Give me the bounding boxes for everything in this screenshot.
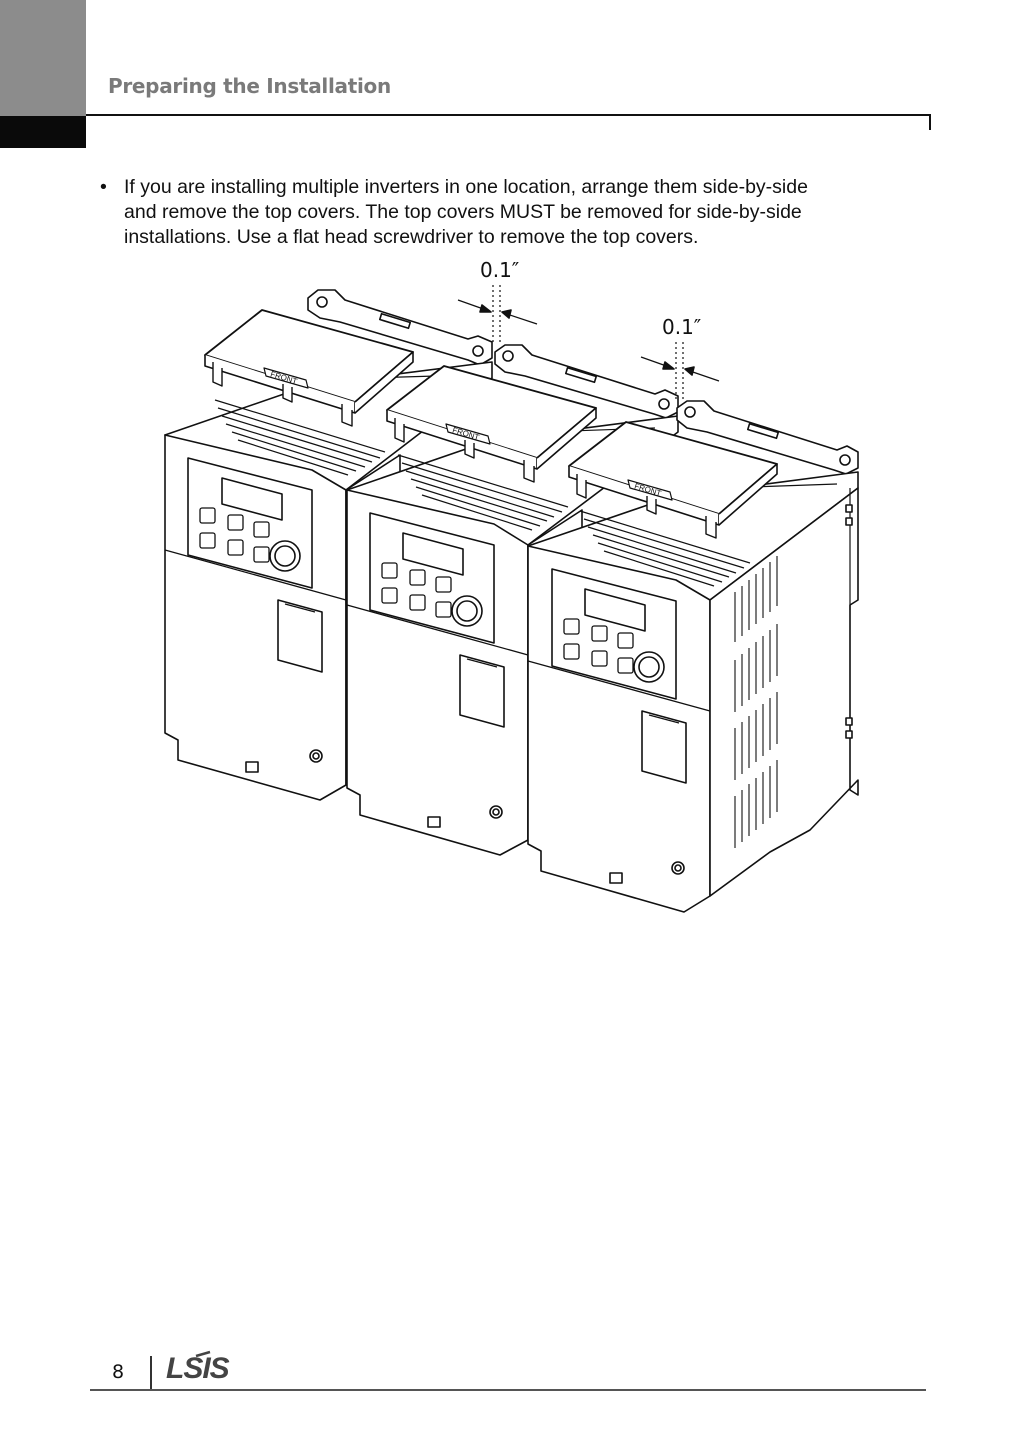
lsis-logo: LSIS <box>166 1350 250 1389</box>
header-rule-end-tick <box>929 114 931 130</box>
bullet-line-2: and remove the top covers. The top cover… <box>124 201 802 223</box>
page-number: 8 <box>112 1361 125 1383</box>
gap-marker-2: 0.1″ <box>640 315 720 402</box>
gap-label-1: 0.1″ <box>480 258 519 282</box>
footer-rule <box>90 1389 926 1391</box>
gap-label-2: 0.1″ <box>662 315 701 339</box>
bullet-line-1: If you are installing multiple inverters… <box>124 176 808 198</box>
footer-separator <box>150 1356 152 1390</box>
logo-text: LSIS <box>166 1352 230 1384</box>
inverter-middle: FRONT <box>346 344 679 856</box>
bullet-marker: • <box>100 176 107 198</box>
inverter-right: FRONT <box>527 400 859 913</box>
inverters-side-by-side-figure: FRONT <box>150 255 870 925</box>
section-title: Preparing the Installation <box>108 74 391 98</box>
inverter-diagram: FRONT <box>164 258 859 913</box>
corner-tab-gray <box>0 0 86 116</box>
corner-tab-black <box>0 116 86 148</box>
bullet-line-3: installations. Use a flat head screwdriv… <box>124 226 699 248</box>
bullet-text: If you are installing multiple inverters… <box>124 175 904 250</box>
header-rule <box>86 114 931 116</box>
bullet-item: • If you are installing multiple inverte… <box>100 175 808 248</box>
gap-marker-1: 0.1″ <box>457 258 538 345</box>
